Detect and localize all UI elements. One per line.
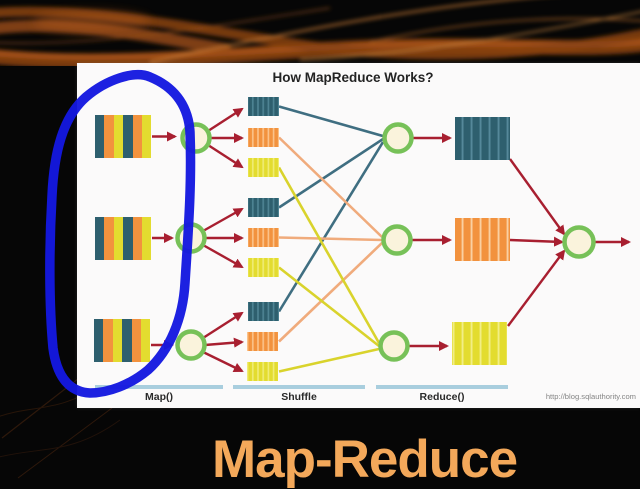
diagram-panel: How MapReduce Works? [77, 63, 640, 408]
output-block-teal [455, 117, 510, 160]
stage-bar-map [95, 385, 223, 389]
mapreduce-diagram: How MapReduce Works? [94, 70, 636, 403]
credit-url: http://blog.sqlauthority.com [546, 392, 636, 401]
map-node [180, 122, 212, 154]
intermediate-blocks [247, 97, 279, 381]
input-split-blocks [94, 115, 151, 362]
partition-block-yellow [248, 158, 279, 177]
partition-block-teal [248, 198, 279, 217]
input-split-block [95, 217, 151, 260]
stage-bar-reduce [376, 385, 508, 389]
input-split-block [95, 115, 151, 158]
partition-block-orange [248, 228, 279, 247]
partition-block-teal [248, 97, 279, 116]
map-node [175, 222, 207, 254]
diagram-title: How MapReduce Works? [272, 70, 433, 85]
shuffle-lines-yellow [277, 166, 381, 373]
stage-bar-shuffle [233, 385, 365, 389]
map-nodes [175, 122, 212, 361]
partition-block-orange [247, 332, 278, 351]
final-merge-node [562, 225, 596, 259]
partition-block-yellow [247, 362, 278, 381]
shuffle-lines-orange [278, 136, 383, 343]
map-node [175, 329, 207, 361]
partition-block-yellow [248, 258, 279, 277]
stage-label-reduce: Reduce() [420, 391, 465, 403]
reduce-node [381, 224, 413, 256]
partition-block-teal [248, 302, 279, 321]
background-swirl-top [0, 0, 640, 66]
reduce-node [382, 122, 414, 154]
stage-label-shuffle: Shuffle [281, 391, 317, 403]
output-block-orange [455, 218, 510, 261]
partition-block-orange [248, 128, 279, 147]
output-block-yellow [452, 322, 507, 365]
reduce-node [378, 330, 410, 362]
swirl-glow [34, 11, 150, 33]
stage-legend: Map() Shuffle Reduce() http://blog.sqlau… [95, 385, 636, 403]
swirl-strokes [0, 0, 640, 66]
output-blocks [452, 117, 510, 365]
stage-label-map: Map() [145, 391, 173, 403]
input-split-block [94, 319, 150, 362]
shuffle-lines [277, 105, 385, 373]
reduce-nodes [378, 122, 414, 362]
slide-caption: Map-Reduce [212, 430, 518, 489]
